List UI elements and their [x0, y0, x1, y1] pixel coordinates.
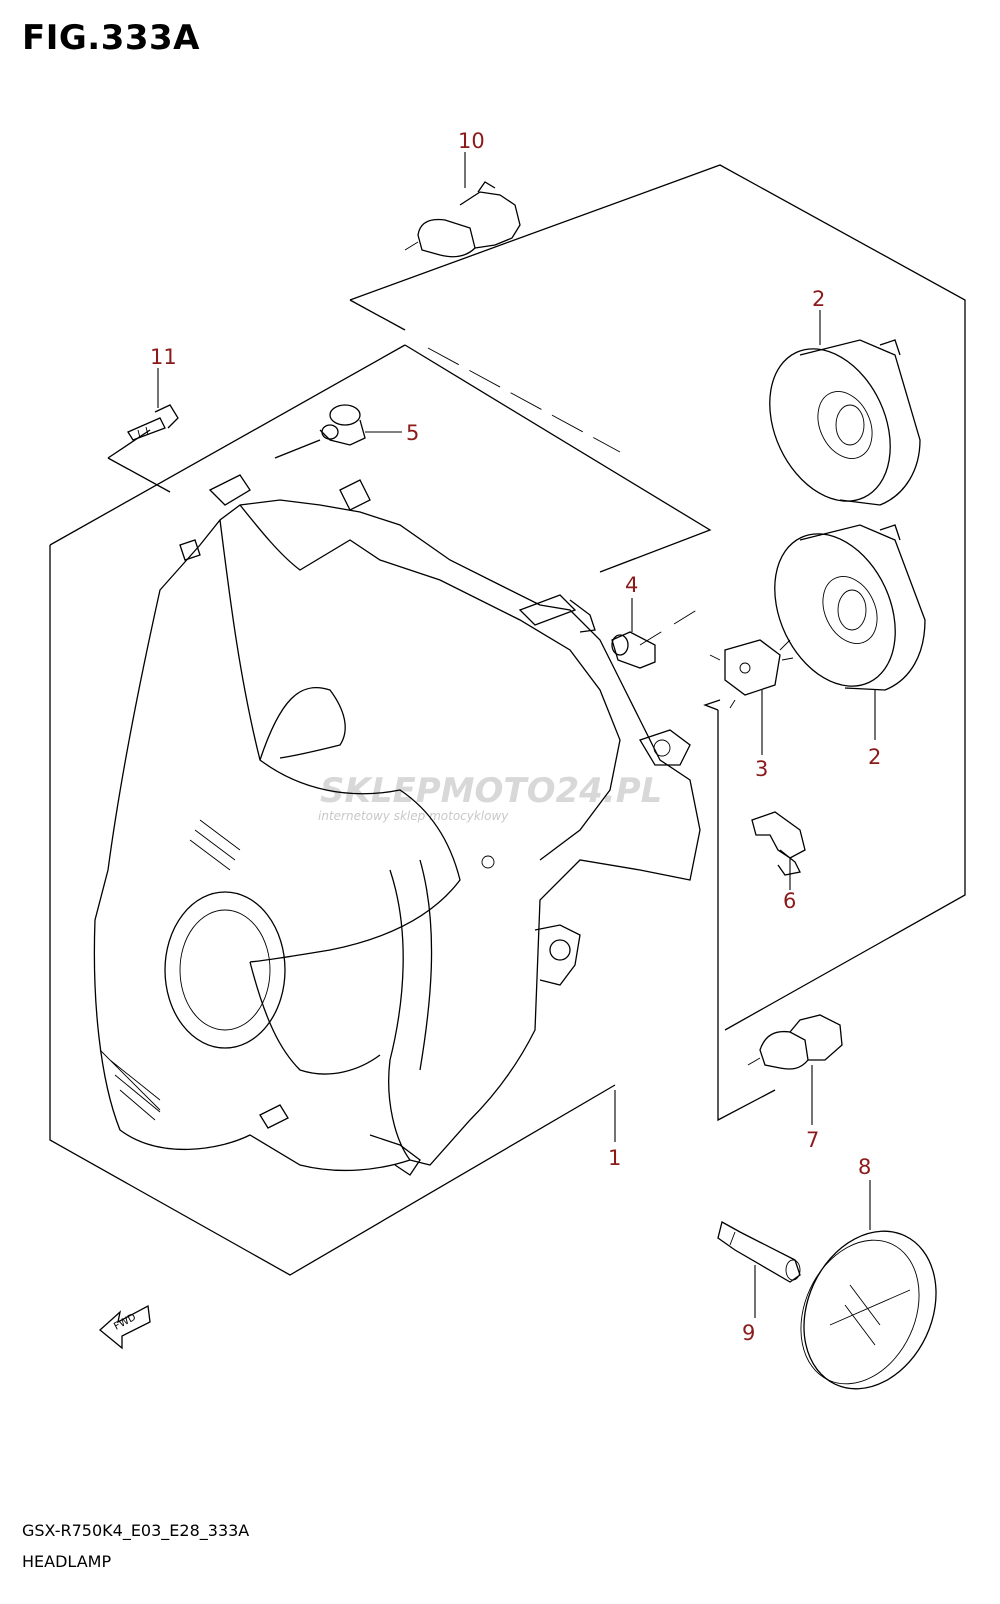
callout-10: 8	[858, 1155, 871, 1179]
assembly-frame	[49, 164, 966, 1276]
callout-1: 1	[608, 1146, 621, 1170]
bulb-part-4	[611, 631, 656, 669]
pin-part-11	[717, 1221, 801, 1283]
grommet-part-5	[319, 404, 366, 446]
callout-6: 6	[783, 889, 796, 913]
headlamp-assembly	[93, 474, 701, 1176]
elbow-socket-part-6	[751, 811, 806, 876]
model-code: GSX-R750K4_E03_E28_333A	[22, 1521, 250, 1540]
figure-title: FIG.333A	[22, 18, 200, 58]
bulb-part-8	[404, 181, 521, 258]
watermark: SKLEPMOTO24.PL internetowy sklep motocyk…	[318, 771, 662, 823]
callout-labels: 10 2 11 5 4 3 2 6 7 1 8 9	[150, 129, 881, 1345]
callout-5: 5	[406, 421, 419, 445]
callout-11: 9	[742, 1321, 755, 1345]
callout-3: 3	[755, 757, 768, 781]
watermark-brand: SKLEPMOTO24.PL	[320, 771, 662, 811]
bulb-part-7	[747, 1014, 843, 1070]
callout-8: 10	[458, 129, 485, 153]
callout-2-upper: 2	[812, 287, 825, 311]
watermark-tagline: internetowy sklep motocyklowy	[318, 809, 509, 823]
cover-part-2-upper	[769, 339, 921, 506]
callout-7: 7	[806, 1128, 819, 1152]
callout-9: 11	[150, 345, 177, 369]
callout-2-lower: 2	[868, 745, 881, 769]
screw-part-9	[127, 404, 179, 441]
fwd-arrow: FWD	[99, 1304, 151, 1350]
cover-part-2-lower	[774, 524, 926, 691]
socket-part-3	[709, 639, 794, 709]
figure-caption: HEADLAMP	[22, 1552, 112, 1571]
leader-lines	[157, 152, 876, 1318]
callout-4: 4	[625, 573, 638, 597]
cover-part-10	[800, 1230, 937, 1390]
